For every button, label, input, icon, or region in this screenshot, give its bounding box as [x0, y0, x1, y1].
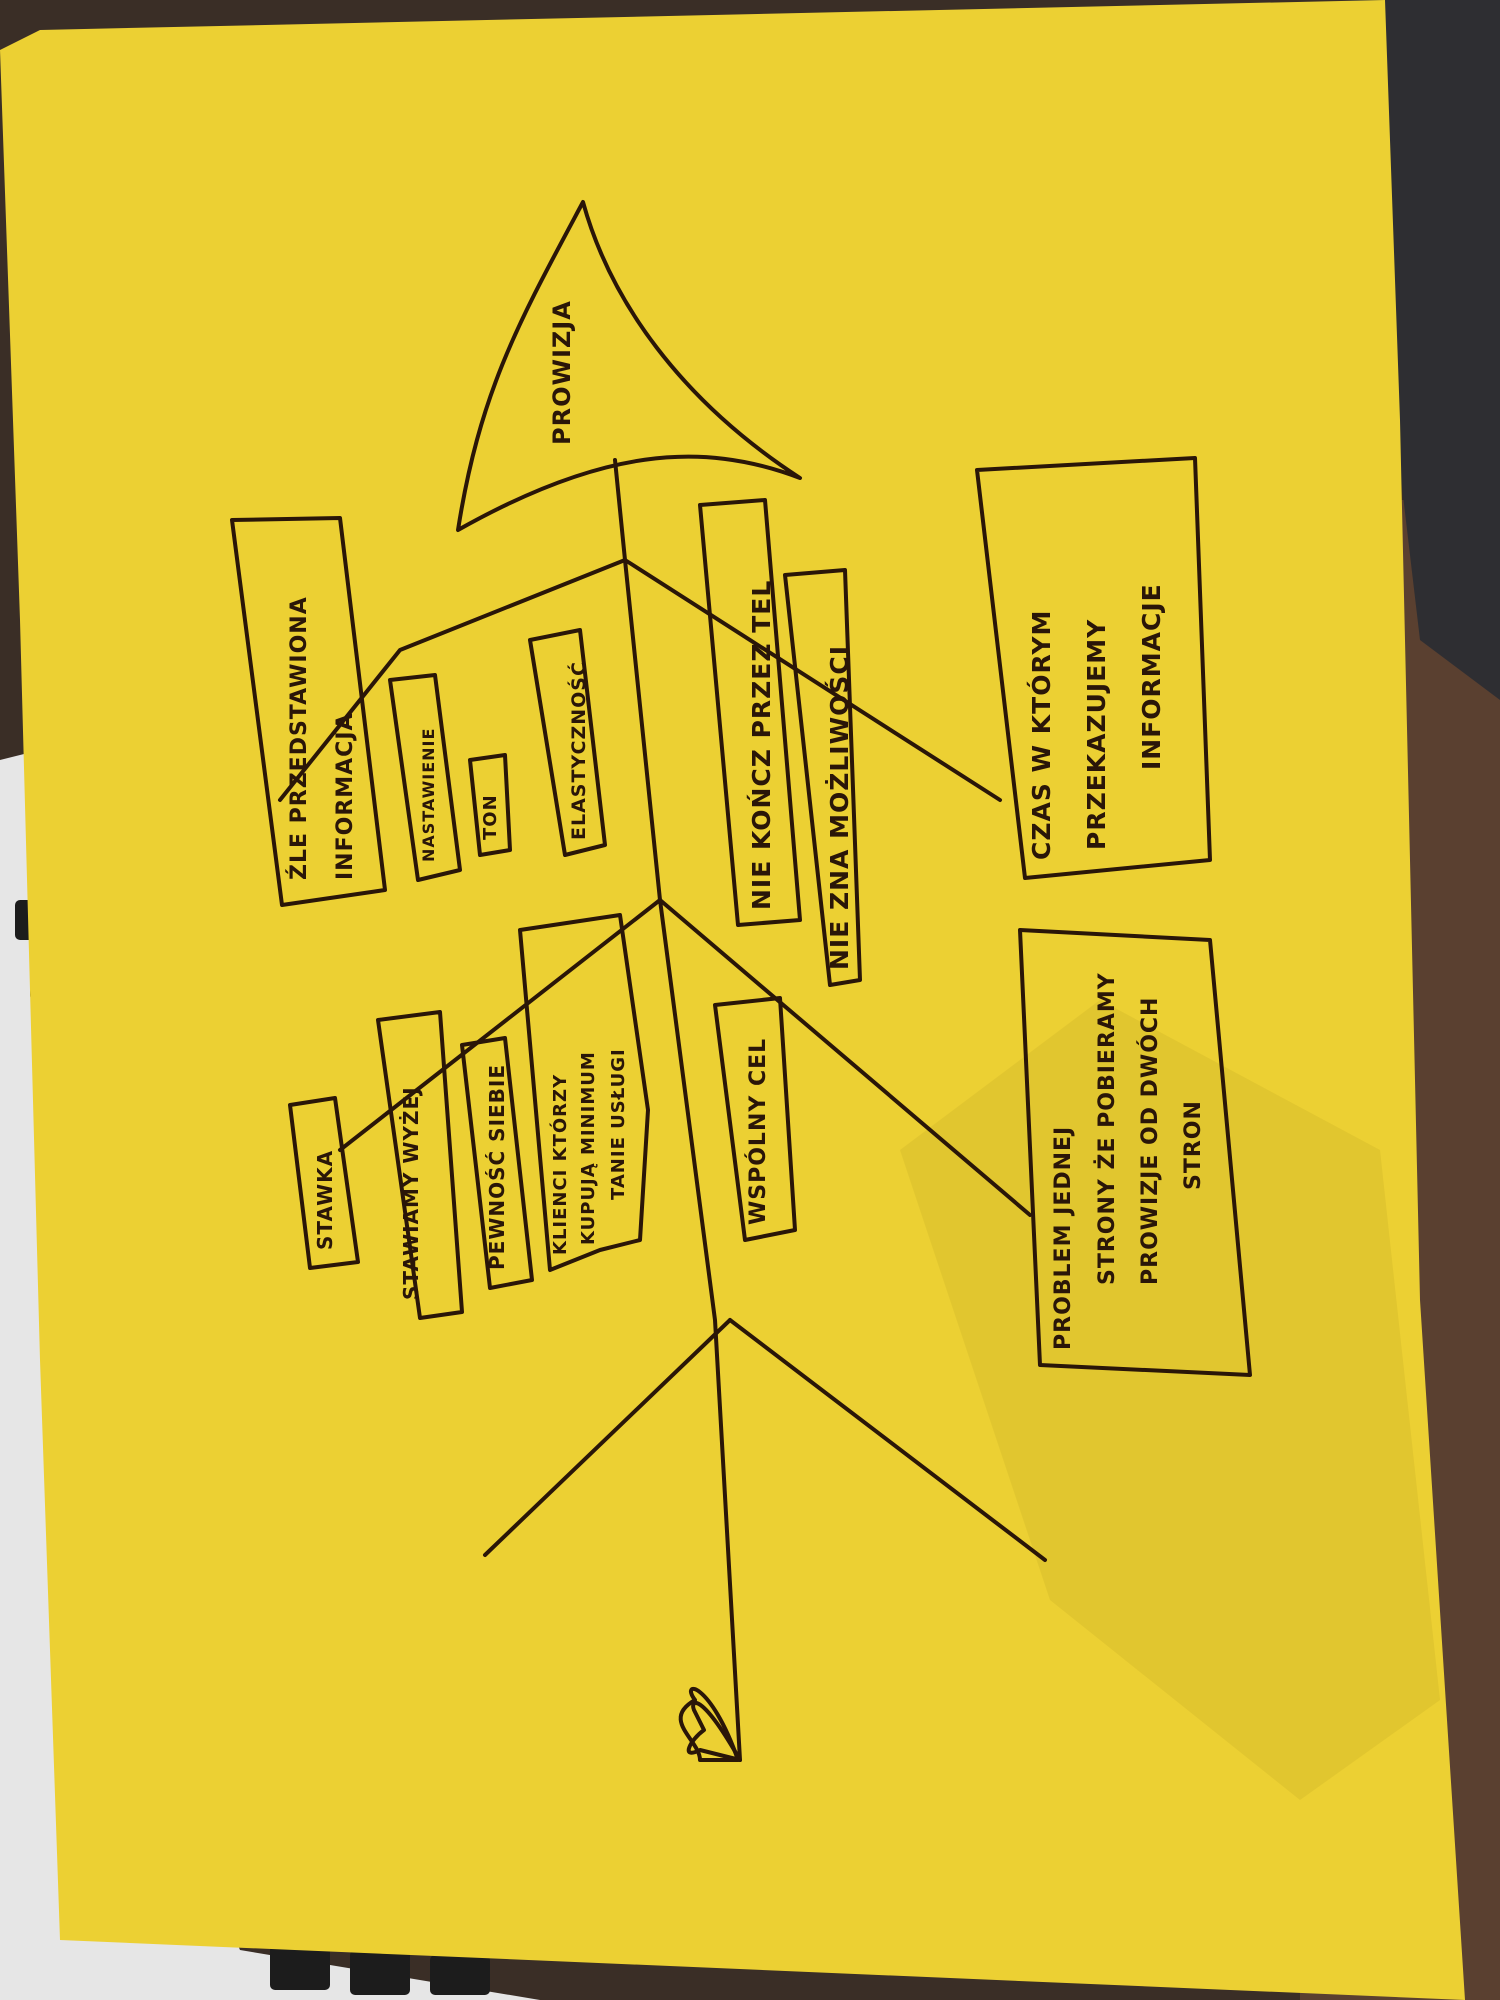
- svg-text:PROWIZJE OD DWÓCH: PROWIZJE OD DWÓCH: [1137, 997, 1163, 1285]
- svg-text:ŹLE PRZEDSTAWIONA: ŹLE PRZEDSTAWIONA: [286, 596, 312, 880]
- label-wspolny-cel: WSPÓLNY CEL: [745, 1038, 771, 1225]
- fish-tail: [686, 1701, 742, 1762]
- label-czas: CZAS W KTÓRYM PRZEKAZUJEMY INFORMACJE: [1026, 583, 1166, 860]
- label-nie-koncz: NIE KOŃCZ PRZEZ TEL: [747, 580, 776, 910]
- svg-text:STRON: STRON: [1181, 1100, 1206, 1190]
- head-label: PROWIZJA: [548, 300, 576, 445]
- label-problem: PROBLEM JEDNEJ STRONY ŻE POBIERAMY PROWI…: [1051, 972, 1206, 1350]
- box-elastycznosc: [528, 628, 607, 857]
- rib-middle-left: [338, 898, 662, 1152]
- svg-text:STRONY ŻE POBIERAMY: STRONY ŻE POBIERAMY: [1094, 972, 1120, 1285]
- box-nastawienie: [388, 673, 462, 882]
- svg-text:INFORMACJE: INFORMACJE: [1137, 583, 1166, 770]
- box-stawka: [288, 1096, 360, 1270]
- box-czas: [975, 456, 1212, 880]
- label-stawiamy: STAWIAMY WYŻEJ: [399, 1086, 423, 1300]
- rib-middle-right: [658, 898, 1032, 1217]
- box-nie-koncz: [698, 498, 802, 927]
- label-stawka: STAWKA: [313, 1150, 337, 1250]
- svg-text:TANIE USŁUGI: TANIE USŁUGI: [608, 1048, 629, 1200]
- label-pewnosc: PEWNOŚĆ SIEBIE: [485, 1064, 509, 1270]
- svg-text:INFORMACJA: INFORMACJA: [333, 712, 358, 880]
- svg-text:PRZEKAZUJEMY: PRZEKAZUJEMY: [1082, 619, 1111, 850]
- paper-shadow: [900, 1000, 1440, 1800]
- box-wspolny-cel: [713, 996, 797, 1242]
- box-problem: [1018, 928, 1252, 1377]
- box-klienci: [518, 913, 650, 1272]
- fishbone-diagram: [230, 200, 1252, 1763]
- fish-head: [456, 200, 802, 532]
- box-pewnosc: [460, 1036, 534, 1290]
- box-nie-zna: [783, 568, 862, 987]
- label-zle-przedstawiona: ŹLE PRZEDSTAWIONA INFORMACJA: [286, 596, 358, 880]
- label-klienci: KLIENCI KTÓRZY KUPUJĄ MINIMUM TANIE USŁU…: [549, 1048, 629, 1255]
- rib-upper-left: [278, 558, 627, 802]
- label-nastawienie: NASTAWIENIE: [419, 728, 438, 862]
- svg-text:CZAS W KTÓRYM: CZAS W KTÓRYM: [1026, 610, 1056, 860]
- label-elastycznosc: ELASTYCZNOŚĆ: [566, 661, 590, 840]
- svg-text:KUPUJĄ MINIMUM: KUPUJĄ MINIMUM: [578, 1051, 599, 1245]
- label-ton: TON: [480, 794, 501, 840]
- rib-lower-right: [728, 1318, 1047, 1562]
- box-zle-przedstawiona: [230, 516, 387, 907]
- box-ton: [468, 753, 512, 857]
- box-stawiamy: [376, 1010, 464, 1320]
- label-nie-zna: NIE ZNA MOŻLIWOŚCI: [824, 645, 854, 970]
- rib-upper-right: [623, 558, 1002, 802]
- rib-lower-left: [483, 1318, 732, 1557]
- svg-text:PROBLEM JEDNEJ: PROBLEM JEDNEJ: [1051, 1126, 1076, 1350]
- tail-fin: [678, 1686, 740, 1763]
- svg-text:KLIENCI KTÓRZY: KLIENCI KTÓRZY: [549, 1074, 571, 1255]
